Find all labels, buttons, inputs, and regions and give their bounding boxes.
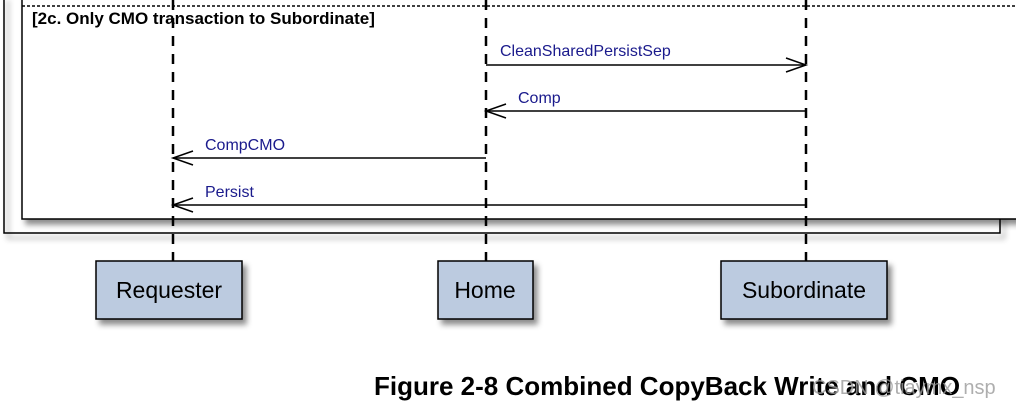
- lifelines: [171, 0, 808, 262]
- fragment-frame: [2c. Only CMO transaction to Subordinate…: [21, 0, 1016, 220]
- figure-caption: Figure 2-8 Combined CopyBack Write and C…: [374, 371, 960, 401]
- message-label: CleanSharedPersistSep: [500, 43, 671, 60]
- message-persist: Persist: [170, 184, 806, 213]
- participant-label: Requester: [116, 277, 222, 303]
- message-label: Comp: [518, 90, 561, 107]
- participant-label: Home: [454, 277, 515, 303]
- message-label: CompCMO: [205, 137, 285, 154]
- participant-requester: Requester: [95, 260, 243, 320]
- message-label: Persist: [205, 184, 254, 201]
- participant-home: Home: [437, 260, 534, 320]
- fragment-label: [2c. Only CMO transaction to Subordinate…: [32, 9, 375, 28]
- message-comp: Comp: [483, 90, 806, 119]
- message-comp-cmo: CompCMO: [170, 137, 486, 166]
- message-clean-shared-persist-sep: CleanSharedPersistSep: [486, 43, 809, 73]
- participant-subordinate: Subordinate: [720, 260, 888, 320]
- watermark: CSDN @tiaymx_nsp: [812, 377, 996, 399]
- participant-label: Subordinate: [742, 277, 866, 303]
